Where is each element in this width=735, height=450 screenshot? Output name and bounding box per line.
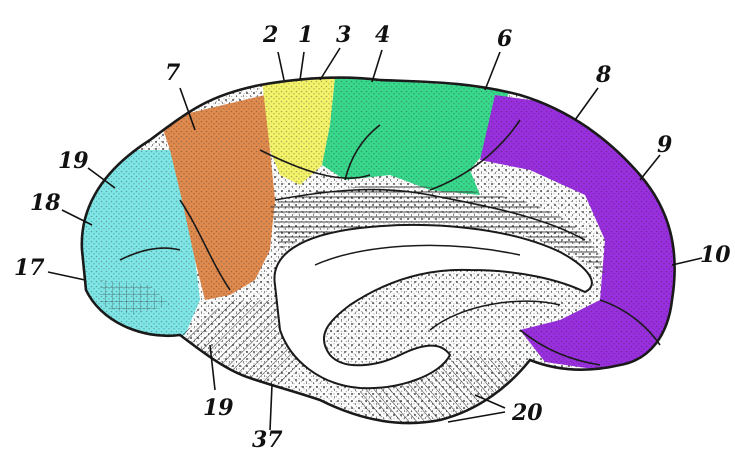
label-6: 6 bbox=[497, 26, 512, 52]
label-19-bottom: 19 bbox=[203, 395, 234, 421]
label-1: 1 bbox=[298, 22, 313, 48]
label-4: 4 bbox=[375, 22, 390, 48]
label-2: 2 bbox=[262, 22, 278, 48]
label-8: 8 bbox=[595, 62, 611, 88]
label-10: 10 bbox=[700, 242, 731, 268]
label-7: 7 bbox=[165, 60, 181, 86]
label-17: 17 bbox=[14, 255, 45, 281]
label-3: 3 bbox=[336, 22, 351, 48]
label-19-top: 19 bbox=[58, 148, 89, 174]
label-20: 20 bbox=[511, 400, 543, 426]
label-9: 9 bbox=[657, 132, 672, 158]
label-37: 37 bbox=[252, 427, 283, 450]
label-18: 18 bbox=[30, 190, 61, 216]
